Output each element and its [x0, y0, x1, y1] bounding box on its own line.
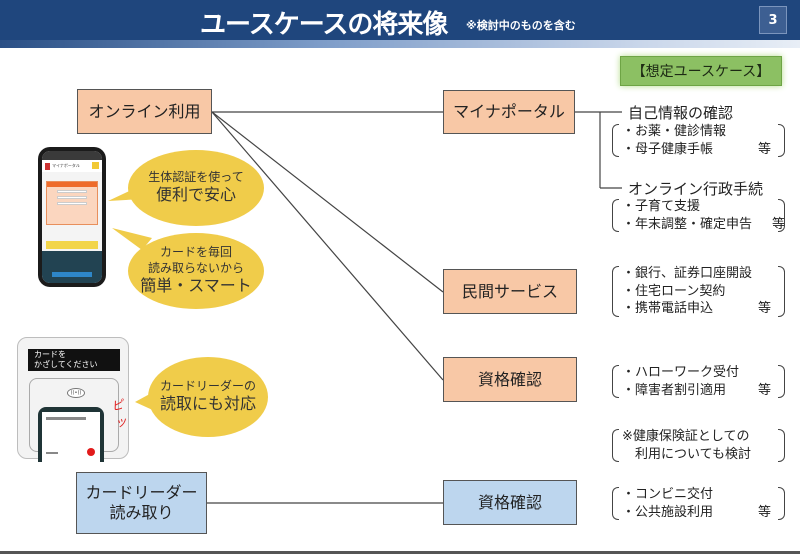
- phone-status-bar: [42, 151, 102, 160]
- box-myna-portal: マイナポータル: [443, 90, 575, 134]
- box-qualification-reader: 資格確認: [443, 480, 577, 525]
- bubble-no-reading-tail: [112, 228, 152, 250]
- etc-label: 等: [757, 141, 771, 157]
- box-private-services: 民間サービス: [443, 269, 577, 314]
- box-card-reader-line2: 読み取り: [109, 503, 174, 522]
- bracket-private: ・銀行、証券口座開設 ・住宅ローン契約 ・携帯電話申込 等: [612, 265, 785, 318]
- bubble-biometric: 生体認証を使って 便利で安心: [128, 150, 264, 226]
- phone-menu-icon: [92, 162, 99, 169]
- item: ・障害者割引適用: [622, 382, 727, 398]
- phone-card-header: [47, 182, 97, 187]
- box-qualification-online-label: 資格確認: [477, 369, 542, 389]
- bracket-reader-qualification: ・コンビニ交付 ・公共施設利用 等: [612, 486, 785, 521]
- title-note: ※検討中のものを含む: [466, 19, 576, 32]
- reader-display: カードを かざしてください: [28, 349, 120, 371]
- slide-title: ユースケースの将来像: [200, 10, 448, 40]
- bubble-reader-support-tail: [135, 390, 157, 412]
- phone-banner: [46, 241, 98, 249]
- note-line: ※健康保険証としての: [622, 429, 750, 444]
- heading-self-info: 自己情報の確認: [628, 104, 734, 122]
- slide-header: ユースケースの将来像 ※検討中のものを含む 3: [0, 0, 800, 40]
- item: ・携帯電話申込: [622, 301, 714, 317]
- page-number: 3: [759, 6, 787, 34]
- bracket-online-admin: ・子育て支援 ・年末調整・確定申告 等: [612, 198, 785, 233]
- bubble-biometric-tail: [108, 187, 142, 201]
- record-dot-icon: [87, 448, 95, 456]
- item: ・コンビニ交付: [622, 487, 714, 502]
- box-online-use: オンライン利用: [77, 89, 212, 134]
- box-myna-portal-label: マイナポータル: [453, 102, 565, 121]
- phone-bottom-button: [52, 272, 92, 277]
- bubble-reader-support-line2: 読取にも対応: [159, 394, 256, 414]
- box-qualification-online: 資格確認: [443, 357, 577, 402]
- myna-logo-icon: [45, 162, 50, 170]
- phone-on-reader-illustration: [38, 407, 104, 462]
- phone-app-name: マイナポータル: [52, 163, 80, 168]
- box-online-use-label: オンライン利用: [88, 101, 201, 121]
- screen-text-bar: [46, 417, 86, 420]
- smartphone-illustration: マイナポータル: [38, 147, 106, 287]
- item: ・銀行、証券口座開設: [622, 266, 753, 281]
- reader-display-line2: かざしてください: [34, 359, 98, 369]
- bubble-no-reading-line2: 読み取らないから: [147, 260, 244, 275]
- bubble-no-reading-line1: カードを毎回: [159, 245, 232, 259]
- bubble-biometric-small: 生体認証を使って: [148, 169, 244, 184]
- bottom-rule: [0, 551, 800, 554]
- bracket-health-insurance-note: ※健康保険証としての 利用についても検討: [612, 428, 785, 463]
- header-gradient-strip: [0, 40, 800, 48]
- phone-login-card: [46, 181, 98, 225]
- phone-card-line: [57, 202, 87, 205]
- assumed-use-cases-label: 【想定ユースケース】: [620, 56, 782, 86]
- heading-online-admin: オンライン行政手続: [628, 180, 764, 198]
- bubble-biometric-big: 便利で安心: [155, 185, 236, 205]
- bubble-no-reading: カードを毎回 読み取らないから 簡単・スマート: [128, 233, 264, 309]
- item: ・母子健康手帳: [622, 141, 714, 157]
- etc-label: 等: [757, 382, 771, 398]
- phone-card-line: [57, 196, 87, 199]
- phone-on-reader-screen: [42, 412, 100, 462]
- item: ・子育て支援: [622, 199, 701, 214]
- note-line: 利用についても検討: [622, 446, 751, 462]
- phone-app-bar: マイナポータル: [42, 160, 102, 172]
- phone-card-line: [57, 190, 87, 193]
- item: ・住宅ローン契約: [622, 283, 726, 299]
- item: ・ハローワーク受付: [622, 365, 740, 380]
- bubble-reader-support-line1: カードリーダーの: [159, 378, 256, 393]
- box-private-services-label: 民間サービス: [461, 281, 558, 301]
- bubble-no-reading-big: 簡単・スマート: [140, 276, 252, 296]
- item: ・年末調整・確定申告: [622, 216, 753, 232]
- item: ・公共施設利用: [622, 504, 714, 520]
- phone-screen: マイナポータル: [42, 151, 102, 283]
- box-card-reader-line1: カードリーダー: [85, 483, 198, 502]
- etc-label: 等: [757, 301, 771, 317]
- item: ・お薬・健診情報: [622, 124, 727, 139]
- etc-label: 等: [772, 216, 786, 232]
- box-qualification-reader-label: 資格確認: [477, 492, 542, 512]
- nfc-icon: ((•)): [67, 388, 85, 398]
- phone-bottom-panel: [42, 251, 102, 283]
- bubble-reader-support: カードリーダーの 読取にも対応: [148, 357, 268, 437]
- bracket-qualification: ・ハローワーク受付 ・障害者割引適用 等: [612, 364, 785, 399]
- bracket-self-info: ・お薬・健診情報 ・母子健康手帳 等: [612, 123, 785, 158]
- box-card-reader: カードリーダー 読み取り: [76, 472, 207, 534]
- etc-label: 等: [757, 504, 771, 520]
- reader-display-line1: カードを: [34, 350, 66, 359]
- screen-text-bar: [46, 452, 58, 454]
